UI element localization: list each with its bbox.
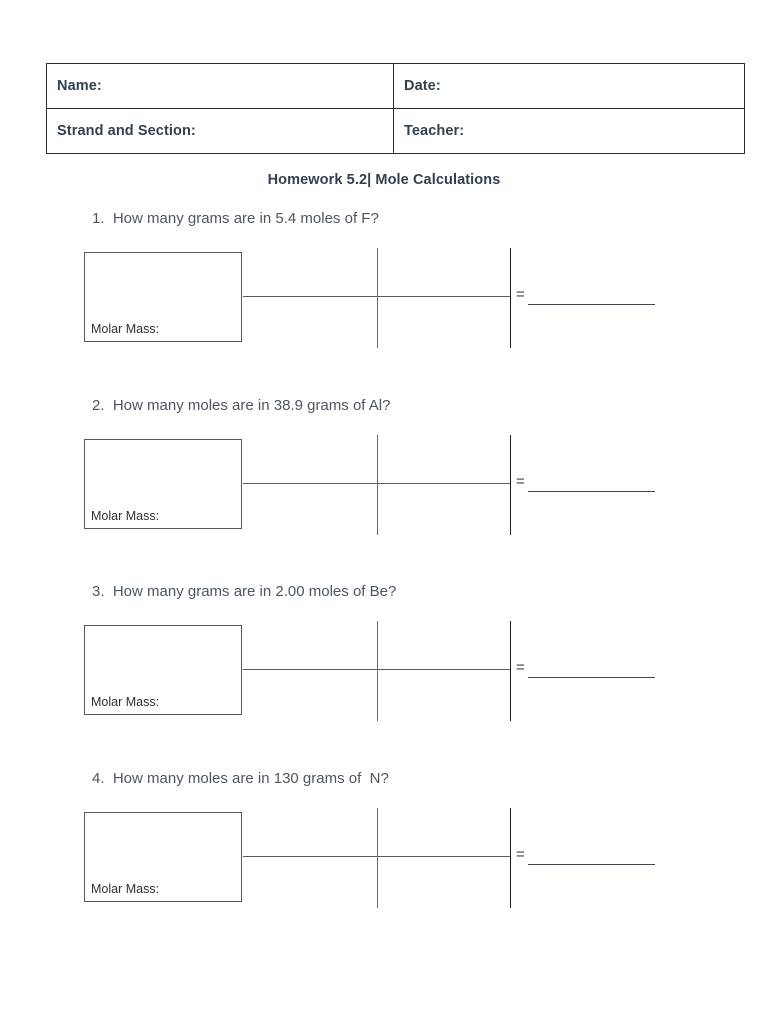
problem-1-answer-blank[interactable] [528,304,655,305]
strand-section-label: Strand and Section: [57,123,196,139]
name-field-cell[interactable]: Name: [46,63,394,109]
problem-2-molar-mass-box[interactable]: Molar Mass: [84,439,242,529]
teacher-label: Teacher: [404,123,465,139]
problem-4-molar-mass-label: Molar Mass: [91,882,160,896]
student-info-table: Name: Date: Strand and Section: Teacher: [46,63,745,154]
table-row: Strand and Section: Teacher: [46,108,745,154]
problem-4-divider-2 [510,808,511,908]
teacher-field-cell[interactable]: Teacher: [393,108,745,154]
problem-2-question: 2. How many moles are in 38.9 grams of A… [92,397,391,414]
problem-3-question: 3. How many grams are in 2.00 moles of B… [92,583,397,600]
problem-4-equals-sign: = [516,846,525,863]
table-row: Name: Date: [46,63,745,109]
problem-1-divider-1 [377,248,378,348]
name-label: Name: [57,78,102,94]
problem-2-answer-blank[interactable] [528,491,655,492]
problem-4-molar-mass-box[interactable]: Molar Mass: [84,812,242,902]
problem-1-divider-2 [510,248,511,348]
problem-3-divider-2 [510,621,511,721]
date-label: Date: [404,78,441,94]
problem-2-work-area[interactable]: Molar Mass: = [0,435,768,535]
problem-3-equals-sign: = [516,659,525,676]
problem-2-divider-2 [510,435,511,535]
problem-1-molar-mass-box[interactable]: Molar Mass: [84,252,242,342]
problem-1-work-area[interactable]: Molar Mass: = [0,248,768,348]
problem-4-answer-blank[interactable] [528,864,655,865]
problem-3-molar-mass-label: Molar Mass: [91,695,160,709]
problem-2-divider-1 [377,435,378,535]
problem-3-divider-1 [377,621,378,721]
problem-1-equals-sign: = [516,286,525,303]
problem-4-divider-1 [377,808,378,908]
problem-3-work-area[interactable]: Molar Mass: = [0,621,768,721]
problem-1-molar-mass-label: Molar Mass: [91,322,160,336]
problem-4-work-area[interactable]: Molar Mass: = [0,808,768,908]
problem-3-answer-blank[interactable] [528,677,655,678]
problem-2-molar-mass-label: Molar Mass: [91,509,160,523]
problem-2-equals-sign: = [516,473,525,490]
problem-4-question: 4. How many moles are in 130 grams of N? [92,770,389,787]
problem-1-question: 1. How many grams are in 5.4 moles of F? [92,210,379,227]
strand-section-field-cell[interactable]: Strand and Section: [46,108,394,154]
problem-3-molar-mass-box[interactable]: Molar Mass: [84,625,242,715]
page-title: Homework 5.2| Mole Calculations [267,172,501,188]
date-field-cell[interactable]: Date: [393,63,745,109]
